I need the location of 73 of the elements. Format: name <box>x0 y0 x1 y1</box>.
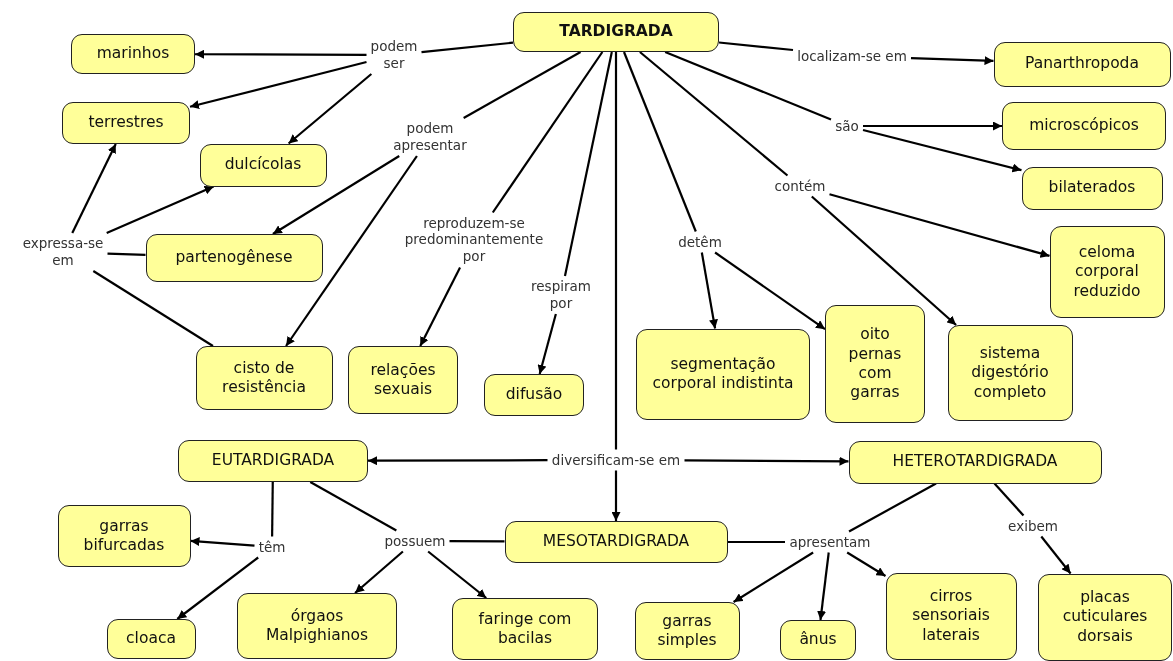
arrow <box>71 143 117 234</box>
concept-box: ânus <box>780 620 856 660</box>
arrow <box>684 456 849 466</box>
connector-line <box>664 51 832 121</box>
arrow <box>829 193 1050 258</box>
arrow <box>863 121 1002 131</box>
arrow <box>190 537 255 547</box>
arrow <box>272 155 400 235</box>
concept-box: segmentação corporal indistinta <box>636 328 810 420</box>
concept-box: microscópicos <box>1002 102 1166 150</box>
arrow <box>537 313 557 375</box>
concept-box: celoma corporal reduzido <box>1049 226 1165 318</box>
connector-line <box>92 270 214 347</box>
concept-box: placas cuticulares dorsais <box>1038 573 1172 661</box>
arrow <box>427 550 487 599</box>
concept-box: EUTARDIGRADA <box>178 440 368 482</box>
arrow <box>176 556 259 620</box>
arrow <box>733 551 814 603</box>
connector-line <box>449 540 505 543</box>
connector-line <box>848 482 937 533</box>
connector-line <box>563 51 613 277</box>
concept-box: MESOTARDIGRADA <box>504 521 728 563</box>
concept-box: cirros sensoriais laterais <box>885 572 1017 660</box>
concept-box: Panarthropoda <box>993 41 1171 87</box>
concept-box: cloaca <box>106 619 196 659</box>
arrow <box>189 60 367 109</box>
arrow <box>862 129 1022 173</box>
linking-phrase: podem apresentar <box>391 120 469 154</box>
connector-line <box>491 51 604 214</box>
concept-box: difusão <box>484 374 584 416</box>
connector-line <box>271 482 274 537</box>
concept-box: partenogênese <box>145 234 323 282</box>
connector-line <box>622 51 697 232</box>
concept-box: relações sexuais <box>348 346 458 414</box>
concept-box: sistema digestório completo <box>947 325 1073 421</box>
concept-box: bilaterados <box>1021 166 1163 210</box>
connector-line <box>993 482 1025 517</box>
connector-line <box>421 41 514 54</box>
arrow <box>106 185 214 234</box>
connector-line <box>727 540 785 544</box>
concept-box: dulcícolas <box>199 143 327 187</box>
arrow <box>1040 535 1072 575</box>
arrow <box>195 49 367 59</box>
concept-box: garras simples <box>634 602 740 660</box>
concept-box: TARDIGRADA <box>513 12 719 52</box>
arrow <box>846 551 887 577</box>
arrow <box>910 56 994 66</box>
concept-box: terrestres <box>62 102 190 144</box>
connector-line <box>718 41 794 52</box>
arrow <box>817 552 830 621</box>
connector-line <box>309 481 397 532</box>
connector-line <box>639 51 789 177</box>
concept-box: cisto de resistência <box>195 346 333 410</box>
arrow <box>700 252 718 329</box>
concept-box: garras bifurcadas <box>57 505 191 567</box>
arrow <box>354 550 404 594</box>
concept-box: faringe com bacilas <box>452 598 598 660</box>
arrow <box>714 251 826 331</box>
concept-box: HETEROTARDIGRADA <box>848 440 1102 484</box>
connector-line <box>463 51 582 119</box>
arrow <box>285 155 418 347</box>
concept-box: oito pernas com garras <box>825 305 925 423</box>
linking-phrase: reproduzem-se predominantemente por <box>402 214 546 266</box>
arrow <box>611 470 621 521</box>
arrow <box>419 267 462 347</box>
connector-line <box>614 52 618 450</box>
connector-line <box>107 252 146 256</box>
arrow <box>287 73 373 145</box>
concept-box: órgaos Malpighianos <box>237 593 397 659</box>
arrow <box>368 456 548 466</box>
arrow <box>811 195 957 326</box>
concept-box: marinhos <box>71 34 195 74</box>
linking-phrase: respiram por <box>529 278 593 312</box>
